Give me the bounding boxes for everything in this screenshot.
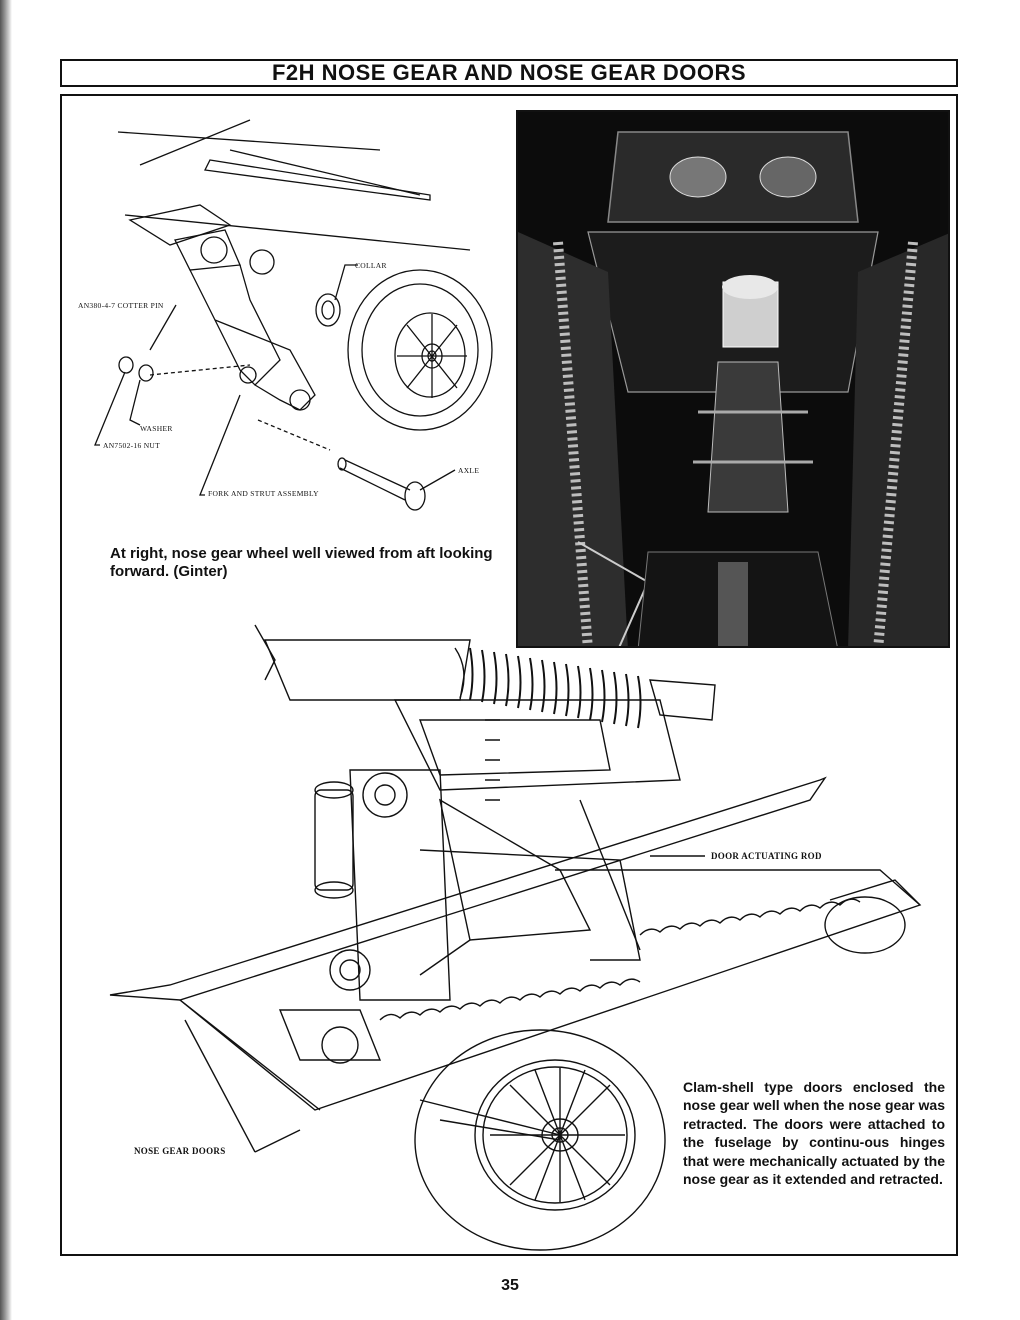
- page-binding-edge: [0, 0, 12, 1320]
- axle-label: AXLE: [458, 466, 480, 475]
- content-frame: [60, 94, 958, 1256]
- caption-wheel-well: At right, nose gear wheel well viewed fr…: [110, 545, 493, 580]
- wheel-well-photo-art: [518, 112, 948, 646]
- nose-gear-doors-label: NOSE GEAR DOORS: [134, 1146, 226, 1156]
- page-title: F2H NOSE GEAR AND NOSE GEAR DOORS: [271, 60, 747, 85]
- cotter-pin-label: AN380-4-7 COTTER PIN: [78, 301, 164, 310]
- page-title-bar: F2H NOSE GEAR AND NOSE GEAR DOORS: [60, 59, 958, 87]
- wheel-well-photo: [516, 110, 950, 648]
- nut-label: AN7502-16 NUT: [103, 441, 161, 450]
- washer-label: WASHER: [140, 424, 173, 433]
- collar-label: COLLAR: [355, 261, 387, 270]
- caption-clamshell-doors: Clam-shell type doors enclosed the nose …: [683, 1079, 945, 1188]
- page-number: 35: [501, 1277, 519, 1294]
- door-actuating-rod-label: DOOR ACTUATING ROD: [711, 851, 822, 861]
- fork-label: FORK AND STRUT ASSEMBLY: [208, 489, 319, 498]
